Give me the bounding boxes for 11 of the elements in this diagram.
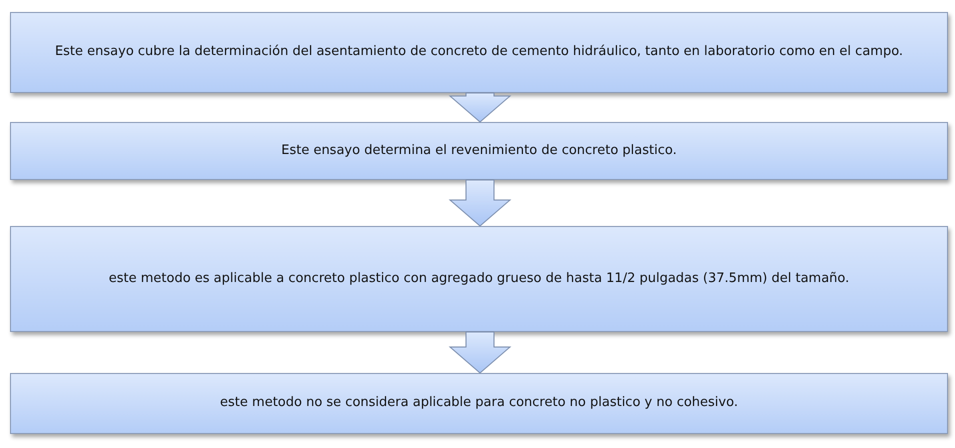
- block-arrow: [448, 92, 512, 123]
- process-box: [10, 226, 948, 332]
- box-text: este metodo es aplicable a concreto plastico con agregado grueso de hasta 11/2 pulgadas (37.5mm) del tamaño.: [108, 270, 850, 288]
- box-text: Este ensayo cubre la determinación del asentamiento de concreto de cemento hidráulico, tanto en laboratorio como en el campo.: [54, 43, 904, 62]
- process-box: [10, 373, 948, 434]
- box-text: Este ensayo determina el revenimiento de concreto plastico.: [281, 142, 677, 160]
- block-arrow: [448, 180, 512, 227]
- process-box: [10, 122, 948, 180]
- block-arrow: [448, 332, 512, 374]
- process-box: [10, 12, 948, 93]
- box-text: este metodo no se considera aplicable para concreto no plastico y no cohesivo.: [220, 394, 738, 412]
